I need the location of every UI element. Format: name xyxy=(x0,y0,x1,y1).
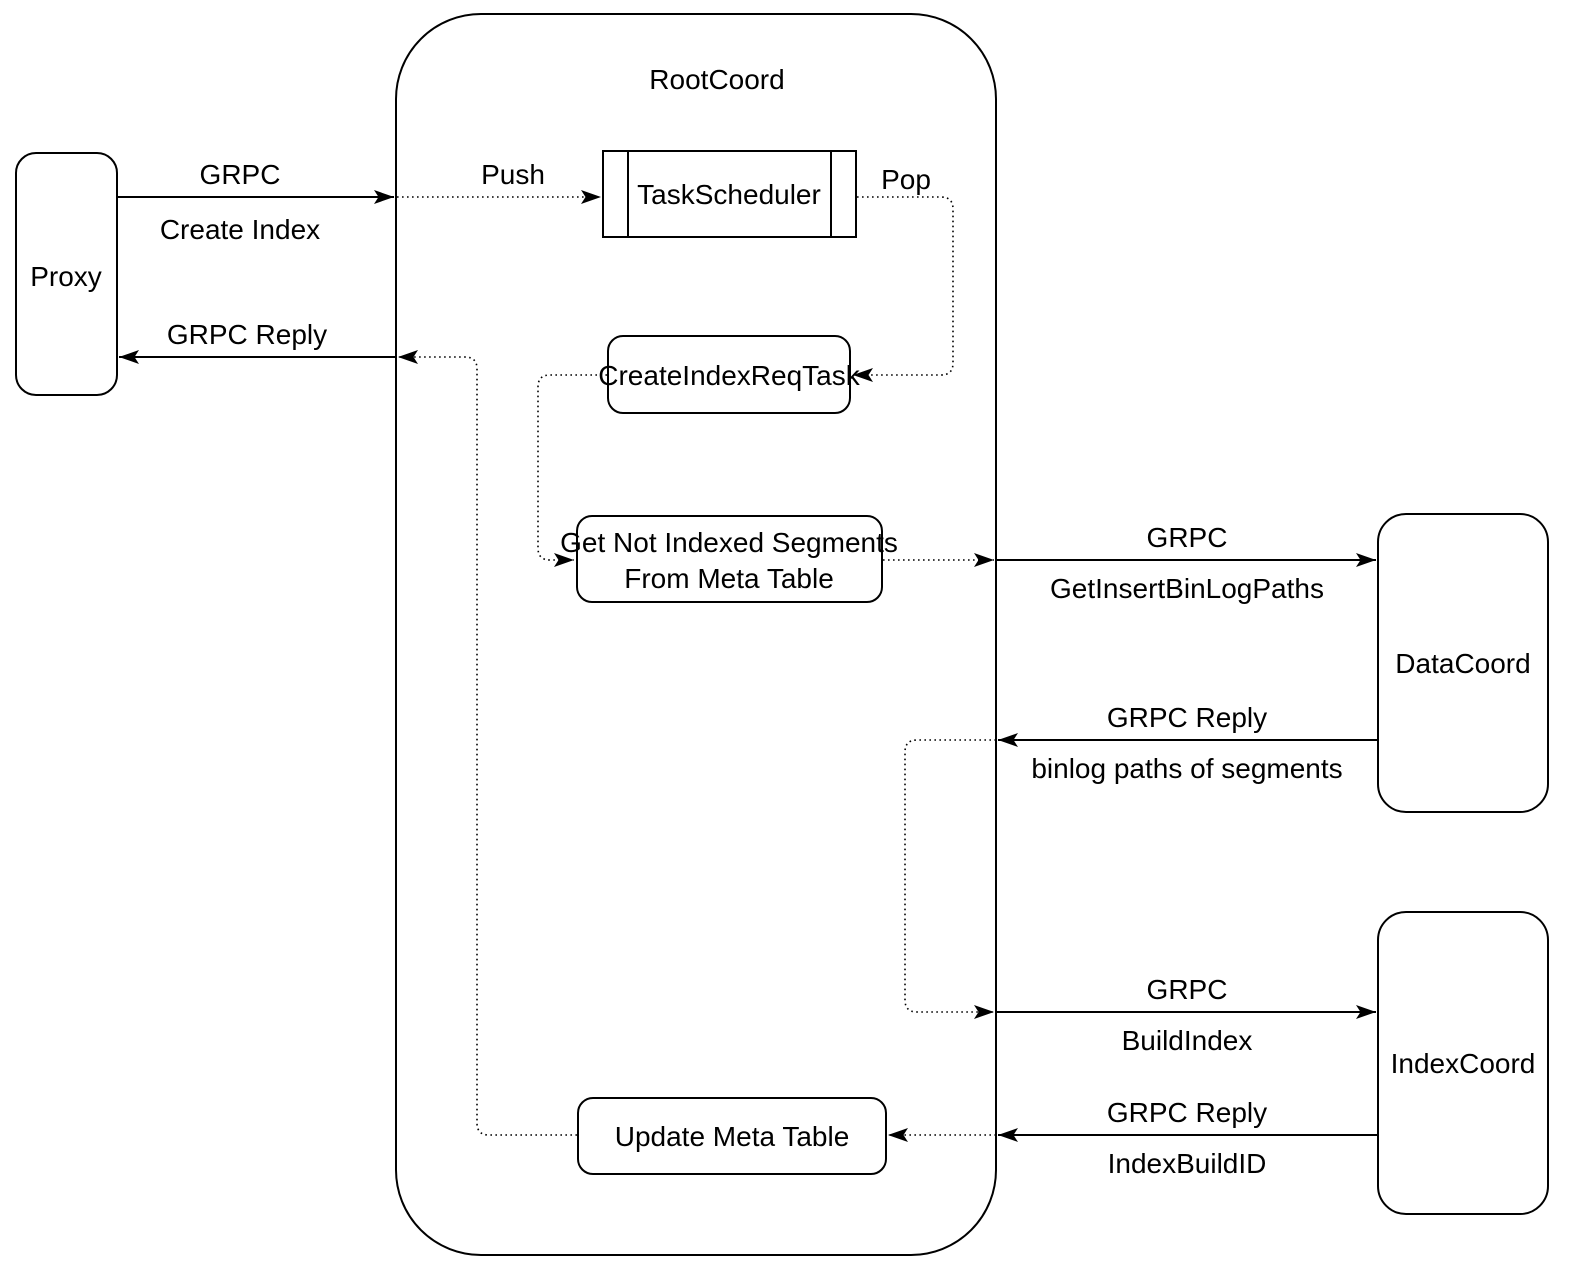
node-get-not-indexed-segments: Get Not Indexed Segments From Meta Table xyxy=(560,515,898,603)
node-create-index-req-task-box xyxy=(607,335,851,414)
node-proxy-label: Proxy xyxy=(30,261,102,292)
node-get-not-indexed-segments-label-1: Get Not Indexed Segments xyxy=(560,527,898,558)
node-datacoord-label: DataCoord xyxy=(1395,648,1530,679)
node-indexcoord-box xyxy=(1377,911,1549,1215)
node-get-not-indexed-segments-box xyxy=(576,515,883,603)
edge-grpc-reply-proxy-label: GRPC Reply xyxy=(167,319,327,350)
edge-push-label: Push xyxy=(481,159,545,190)
node-indexcoord: IndexCoord xyxy=(1377,911,1549,1215)
node-rootcoord-label: RootCoord xyxy=(649,64,784,95)
edge-binlog-to-buildindex-line xyxy=(904,739,996,1019)
node-update-meta-table-box xyxy=(577,1097,887,1175)
node-indexcoord-label: IndexCoord xyxy=(1391,1048,1536,1079)
edge-grpc-reply-indexbuildid-label-2: IndexBuildID xyxy=(1108,1148,1267,1179)
node-task-scheduler: TaskScheduler xyxy=(602,150,857,238)
node-proxy-box xyxy=(15,152,118,396)
node-task-scheduler-box xyxy=(602,150,857,238)
node-datacoord: DataCoord xyxy=(1377,513,1549,813)
node-rootcoord-box xyxy=(395,13,997,1256)
edge-updatemeta-to-boundary-line xyxy=(398,350,577,1136)
node-get-not-indexed-segments-label-2: From Meta Table xyxy=(624,563,834,594)
node-update-meta-table-label: Update Meta Table xyxy=(615,1121,850,1152)
edge-grpc-buildindex-label-1: GRPC xyxy=(1147,974,1228,1005)
node-update-meta-table: Update Meta Table xyxy=(577,1097,887,1175)
node-create-index-req-task: CreateIndexReqTask xyxy=(598,335,861,414)
edge-pop-line xyxy=(853,196,954,382)
edge-grpc-getinsertbinlogpaths-label-2: GetInsertBinLogPaths xyxy=(1050,573,1324,604)
edge-grpc-buildindex-label-2: BuildIndex xyxy=(1122,1025,1253,1056)
node-datacoord-box xyxy=(1377,513,1549,813)
edge-grpc-reply-binlog-label-1: GRPC Reply xyxy=(1107,702,1267,733)
edge-grpc-create-index-label-1: GRPC xyxy=(200,159,281,190)
edge-grpc-reply-indexbuildid-label-1: GRPC Reply xyxy=(1107,1097,1267,1128)
edge-grpc-reply-binlog-label-2: binlog paths of segments xyxy=(1031,753,1342,784)
node-task-scheduler-label: TaskScheduler xyxy=(637,179,821,210)
edge-grpc-getinsertbinlogpaths-label-1: GRPC xyxy=(1147,522,1228,553)
edge-pop-label: Pop xyxy=(881,164,931,195)
node-proxy: Proxy xyxy=(15,152,118,396)
node-create-index-req-task-label: CreateIndexReqTask xyxy=(598,360,860,391)
edge-grpc-create-index-label-2: Create Index xyxy=(160,214,320,245)
